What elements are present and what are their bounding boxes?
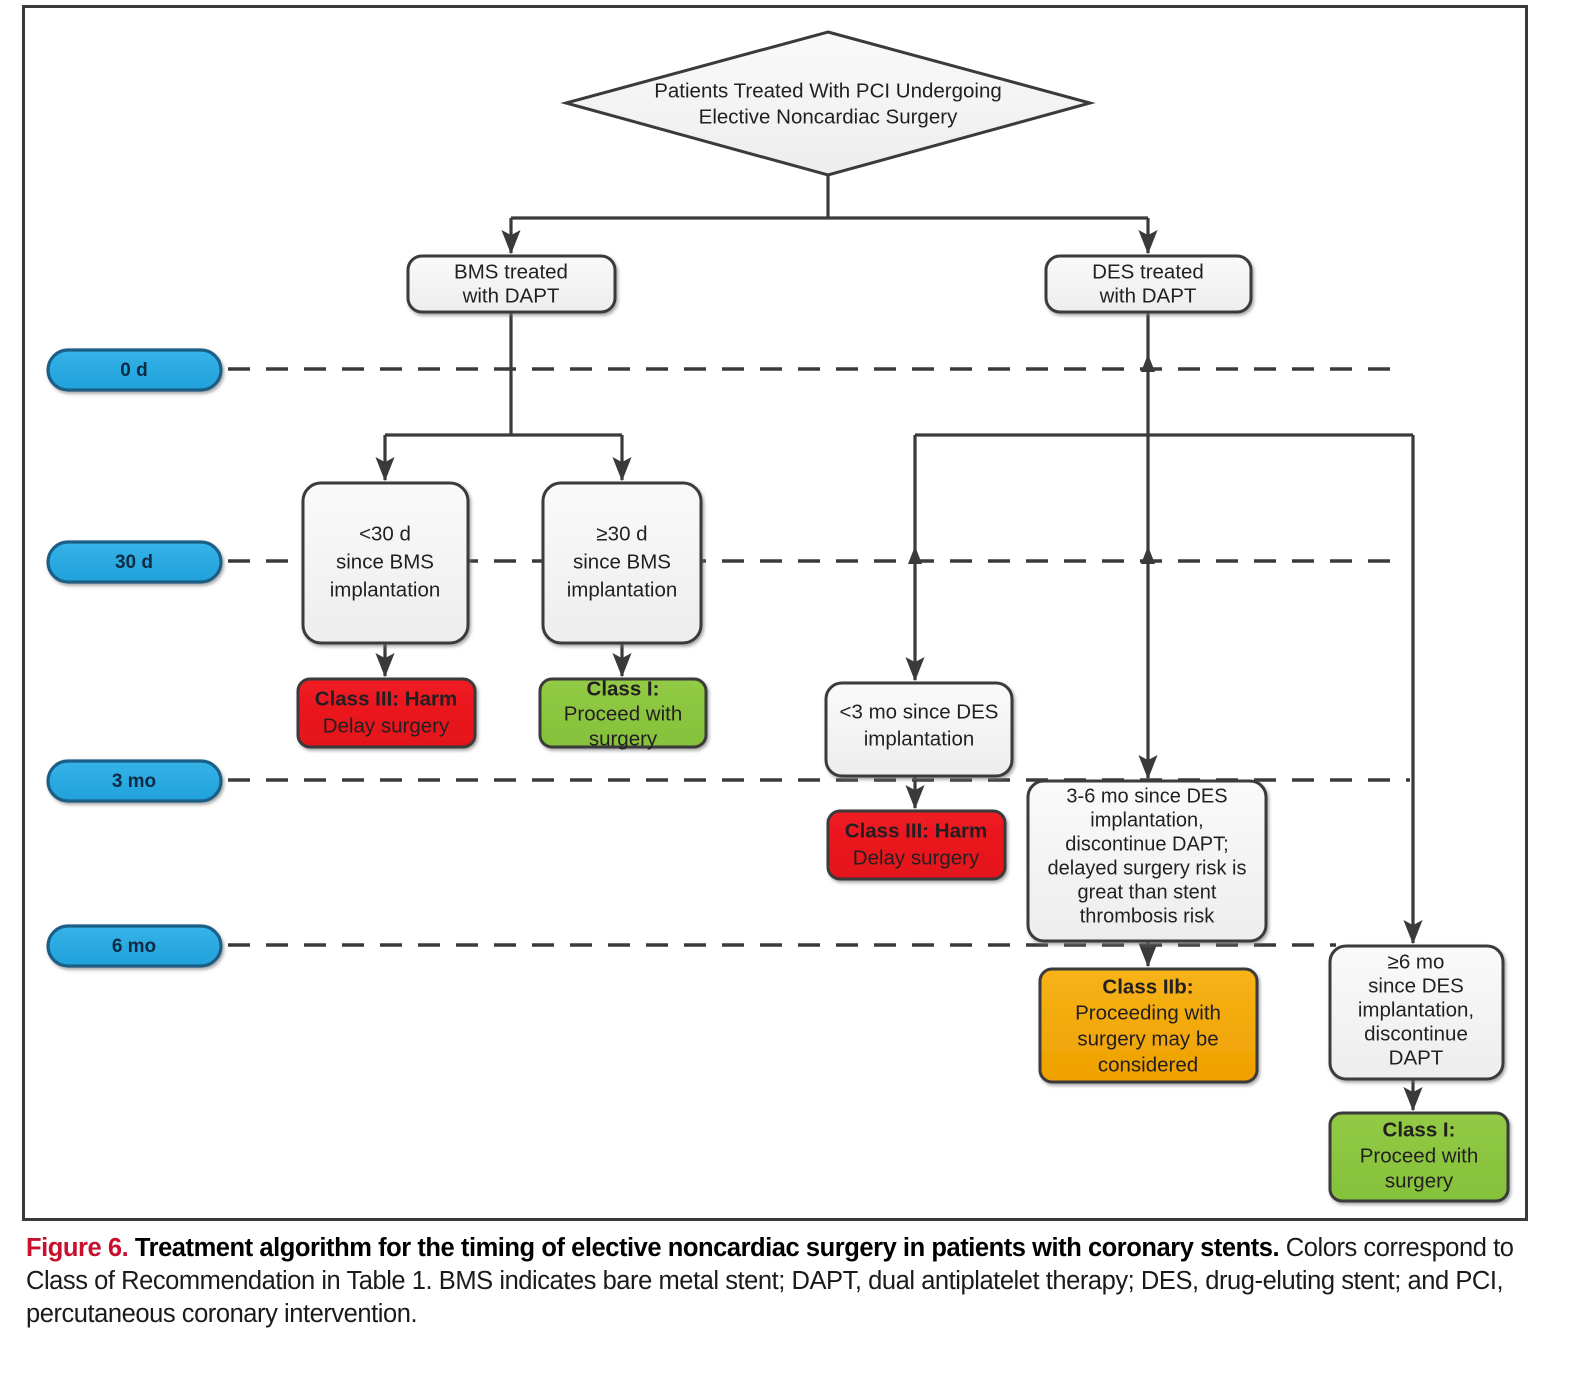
bms-class1-action-line2: surgery <box>589 727 658 750</box>
node-des-ge6mo[interactable]: ≥6 mo since DES implantation, discontinu… <box>1328 944 1505 1081</box>
figure-number: Figure 6. <box>26 1234 129 1262</box>
bms-harm-action: Delay surgery <box>323 714 450 737</box>
des-ge6mo-line1: ≥6 mo <box>1388 950 1445 973</box>
des-class2b-action-line2: surgery may be <box>1077 1027 1218 1050</box>
timeline-30d-box <box>46 540 223 584</box>
des-ge6mo-line3: implantation, <box>1358 998 1474 1021</box>
bms-lt30-line3: implantation <box>330 578 441 601</box>
connector-lines <box>375 175 1423 1112</box>
bms-lt30-box <box>301 481 470 645</box>
bms-ge30-box <box>541 481 703 645</box>
root-diamond-shape <box>560 30 1096 177</box>
timeline-30d-label: 30 d <box>115 552 153 573</box>
timeline-0d-label: 0 d <box>120 360 147 381</box>
des-dapt-line1: DES treated <box>1092 260 1204 283</box>
up-arrow-des-0d <box>1141 354 1155 372</box>
des-3to6mo-box <box>1026 779 1268 943</box>
des-lt3mo-line1: <3 mo since DES <box>840 700 999 723</box>
recommendation-bms-class1[interactable]: Class I: Proceed with surgery <box>538 677 708 750</box>
des-lt3mo-line2: implantation <box>864 727 975 750</box>
figure-caption: Figure 6. Treatment algorithm for the ti… <box>26 1232 1566 1331</box>
timeline-0d-box <box>46 348 223 392</box>
des-class1-box <box>1328 1111 1510 1203</box>
up-arrow-des-30d <box>1141 546 1155 564</box>
des-lt3mo-box <box>824 681 1014 778</box>
bms-harm-box <box>296 677 477 749</box>
des-class1-action-line1: Proceed with <box>1360 1144 1479 1167</box>
bms-ge30-line3: implantation <box>567 578 678 601</box>
des-harm-action: Delay surgery <box>853 846 980 869</box>
des-3to6mo-line5: great than stent <box>1078 881 1217 903</box>
des-ge6mo-line5: DAPT <box>1389 1046 1444 1069</box>
des-3to6mo-line4: delayed surgery risk is <box>1048 857 1247 879</box>
recommendation-des-class1[interactable]: Class I: Proceed with surgery <box>1328 1111 1510 1203</box>
des-class2b-box <box>1038 967 1259 1084</box>
timeline-3mo-label: 3 mo <box>112 771 156 792</box>
node-bms-ge30[interactable]: ≥30 d since BMS implantation <box>541 481 703 645</box>
des-class1-action-line2: surgery <box>1385 1169 1454 1192</box>
bms-harm-class-label: Class III: Harm <box>315 687 457 710</box>
des-harm-box <box>826 809 1007 881</box>
figure-frame <box>22 5 1528 1221</box>
des-ge6mo-line4: discontinue <box>1364 1022 1468 1045</box>
des-dapt-box <box>1044 254 1253 314</box>
des-3to6mo-line6: thrombosis risk <box>1080 905 1215 927</box>
up-arrow-lt3mo-30d <box>908 546 922 564</box>
bms-ge30-line1: ≥30 d <box>596 522 647 545</box>
bms-class1-class-label: Class I: <box>587 677 660 700</box>
des-class2b-action-line1: Proceeding with <box>1075 1001 1221 1024</box>
des-3to6mo-line2: implantation, <box>1090 809 1203 831</box>
node-bms-lt30[interactable]: <30 d since BMS implantation <box>301 481 470 645</box>
des-dapt-line2: with DAPT <box>1099 284 1197 307</box>
des-class1-class-label: Class I: <box>1383 1118 1456 1141</box>
timeline-3mo-box <box>46 759 223 803</box>
figure-title: Treatment algorithm for the timing of el… <box>134 1234 1280 1262</box>
node-root[interactable]: Patients Treated With PCI Undergoing Ele… <box>560 30 1096 177</box>
timeline-pill-3mo[interactable]: 3 mo <box>46 759 223 803</box>
node-des-lt3mo[interactable]: <3 mo since DES implantation <box>824 681 1014 778</box>
des-ge6mo-box <box>1328 944 1505 1081</box>
node-des-3to6mo[interactable]: 3-6 mo since DES implantation, discontin… <box>1026 779 1268 943</box>
bms-dapt-line1: BMS treated <box>454 260 568 283</box>
root-label-line2: Elective Noncardiac Surgery <box>699 105 958 128</box>
des-3to6mo-line1: 3-6 mo since DES <box>1066 785 1227 807</box>
des-3to6mo-line3: discontinue DAPT; <box>1065 833 1228 855</box>
node-bms-dapt[interactable]: BMS treated with DAPT <box>406 254 617 314</box>
flowchart-canvas: Patients Treated With PCI Undergoing Ele… <box>46 30 1510 1203</box>
bms-class1-action-line1: Proceed with <box>564 702 683 725</box>
bms-lt30-line2: since BMS <box>336 550 434 573</box>
des-class2b-class-label: Class IIb: <box>1102 975 1193 998</box>
recommendation-bms-harm[interactable]: Class III: Harm Delay surgery <box>296 677 477 749</box>
des-class2b-action-line3: considered <box>1098 1053 1198 1076</box>
node-des-dapt[interactable]: DES treated with DAPT <box>1044 254 1253 314</box>
timeline-pill-6mo[interactable]: 6 mo <box>46 924 223 968</box>
timeline-6mo-box <box>46 924 223 968</box>
bms-lt30-line1: <30 d <box>359 522 411 545</box>
timeline-6mo-label: 6 mo <box>112 936 156 957</box>
des-ge6mo-line2: since DES <box>1368 974 1464 997</box>
figure-description: Colors correspond to Class of Recommenda… <box>26 1234 1514 1329</box>
bms-dapt-box <box>406 254 617 314</box>
bms-class1-box <box>538 677 708 749</box>
timeline-pill-30d[interactable]: 30 d <box>46 540 223 584</box>
des-harm-class-label: Class III: Harm <box>845 819 987 842</box>
recommendation-des-harm[interactable]: Class III: Harm Delay surgery <box>826 809 1007 881</box>
root-label-line1: Patients Treated With PCI Undergoing <box>654 79 1002 102</box>
timeline-up-arrowheads <box>908 354 1155 564</box>
timeline-pill-0d[interactable]: 0 d <box>46 348 223 392</box>
recommendation-des-class2b[interactable]: Class IIb: Proceeding with surgery may b… <box>1038 967 1259 1084</box>
bms-ge30-line2: since BMS <box>573 550 671 573</box>
bms-dapt-line2: with DAPT <box>462 284 560 307</box>
